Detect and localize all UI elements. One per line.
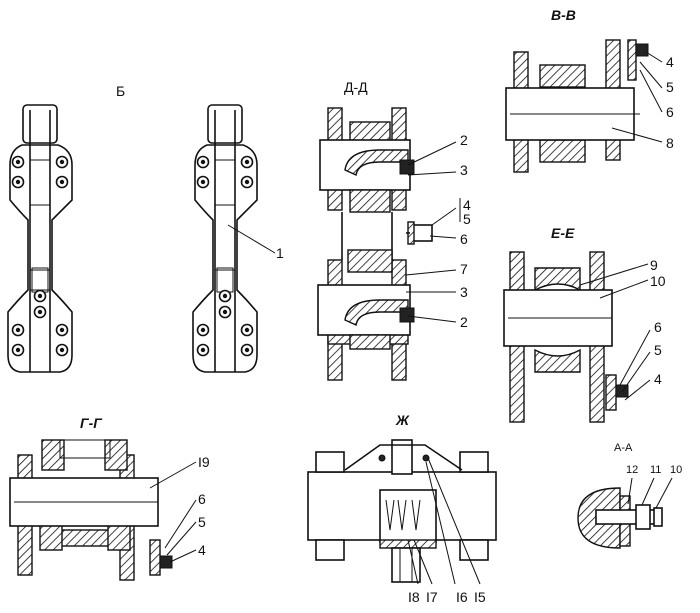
callout-dd-3b: 3 <box>460 284 468 300</box>
left-chain-link <box>7 104 73 373</box>
callout-vv-5: 5 <box>666 79 674 95</box>
callout-gg-5: 5 <box>198 514 206 530</box>
view-dd-title: Д-Д <box>344 79 368 95</box>
callout-ee-5: 5 <box>654 342 662 358</box>
right-chain-link <box>192 104 276 373</box>
callout-vv-4: 4 <box>666 54 674 70</box>
callout-gg-i9: I9 <box>198 454 210 470</box>
view-b-title: Б <box>116 83 125 99</box>
callout-aa-12: 12 <box>626 464 638 476</box>
callout-zh-i5: I5 <box>474 589 486 605</box>
view-ee: Е-Е 9 10 6 5 4 <box>503 225 666 423</box>
callout-zh-i6: I6 <box>456 589 468 605</box>
view-ee-title: Е-Е <box>551 225 575 241</box>
view-aa: А-А 12 11 10 <box>577 442 682 549</box>
callout-ee-10: 10 <box>650 273 666 289</box>
callout-aa-10: 10 <box>670 464 682 476</box>
callout-dd-2b: 2 <box>460 314 468 330</box>
callout-ee-6: 6 <box>654 319 662 335</box>
callout-dd-3a: 3 <box>460 162 468 178</box>
view-vv-title: В-В <box>551 7 576 23</box>
view-b: Б <box>7 83 284 373</box>
view-zh-title: Ж <box>395 412 410 428</box>
view-dd: Д-Д 2 3 4 <box>317 79 471 381</box>
callout-gg-6: 6 <box>198 491 206 507</box>
callout-dd-4: 4 <box>463 197 471 213</box>
callout-dd-6: 6 <box>460 231 468 247</box>
callout-dd-5: 5 <box>463 211 471 227</box>
callout-1: 1 <box>276 245 284 261</box>
callout-ee-9: 9 <box>650 257 658 273</box>
callout-vv-8: 8 <box>666 135 674 151</box>
callout-zh-i8: I8 <box>408 589 420 605</box>
callout-ee-4: 4 <box>654 371 662 387</box>
view-gg-title: Г-Г <box>80 415 103 431</box>
callout-vv-6: 6 <box>666 104 674 120</box>
view-zh: Ж I8 I7 I6 I5 <box>307 412 497 605</box>
view-vv: В-В 4 5 6 8 <box>505 7 674 173</box>
view-aa-title: А-А <box>614 442 633 454</box>
callout-dd-7: 7 <box>460 261 468 277</box>
callout-zh-i7: I7 <box>426 589 438 605</box>
callout-dd-2a: 2 <box>460 132 468 148</box>
callout-gg-4: 4 <box>198 542 206 558</box>
view-gg: Г-Г I9 6 5 4 <box>9 415 210 581</box>
callout-aa-11: 11 <box>650 464 661 476</box>
